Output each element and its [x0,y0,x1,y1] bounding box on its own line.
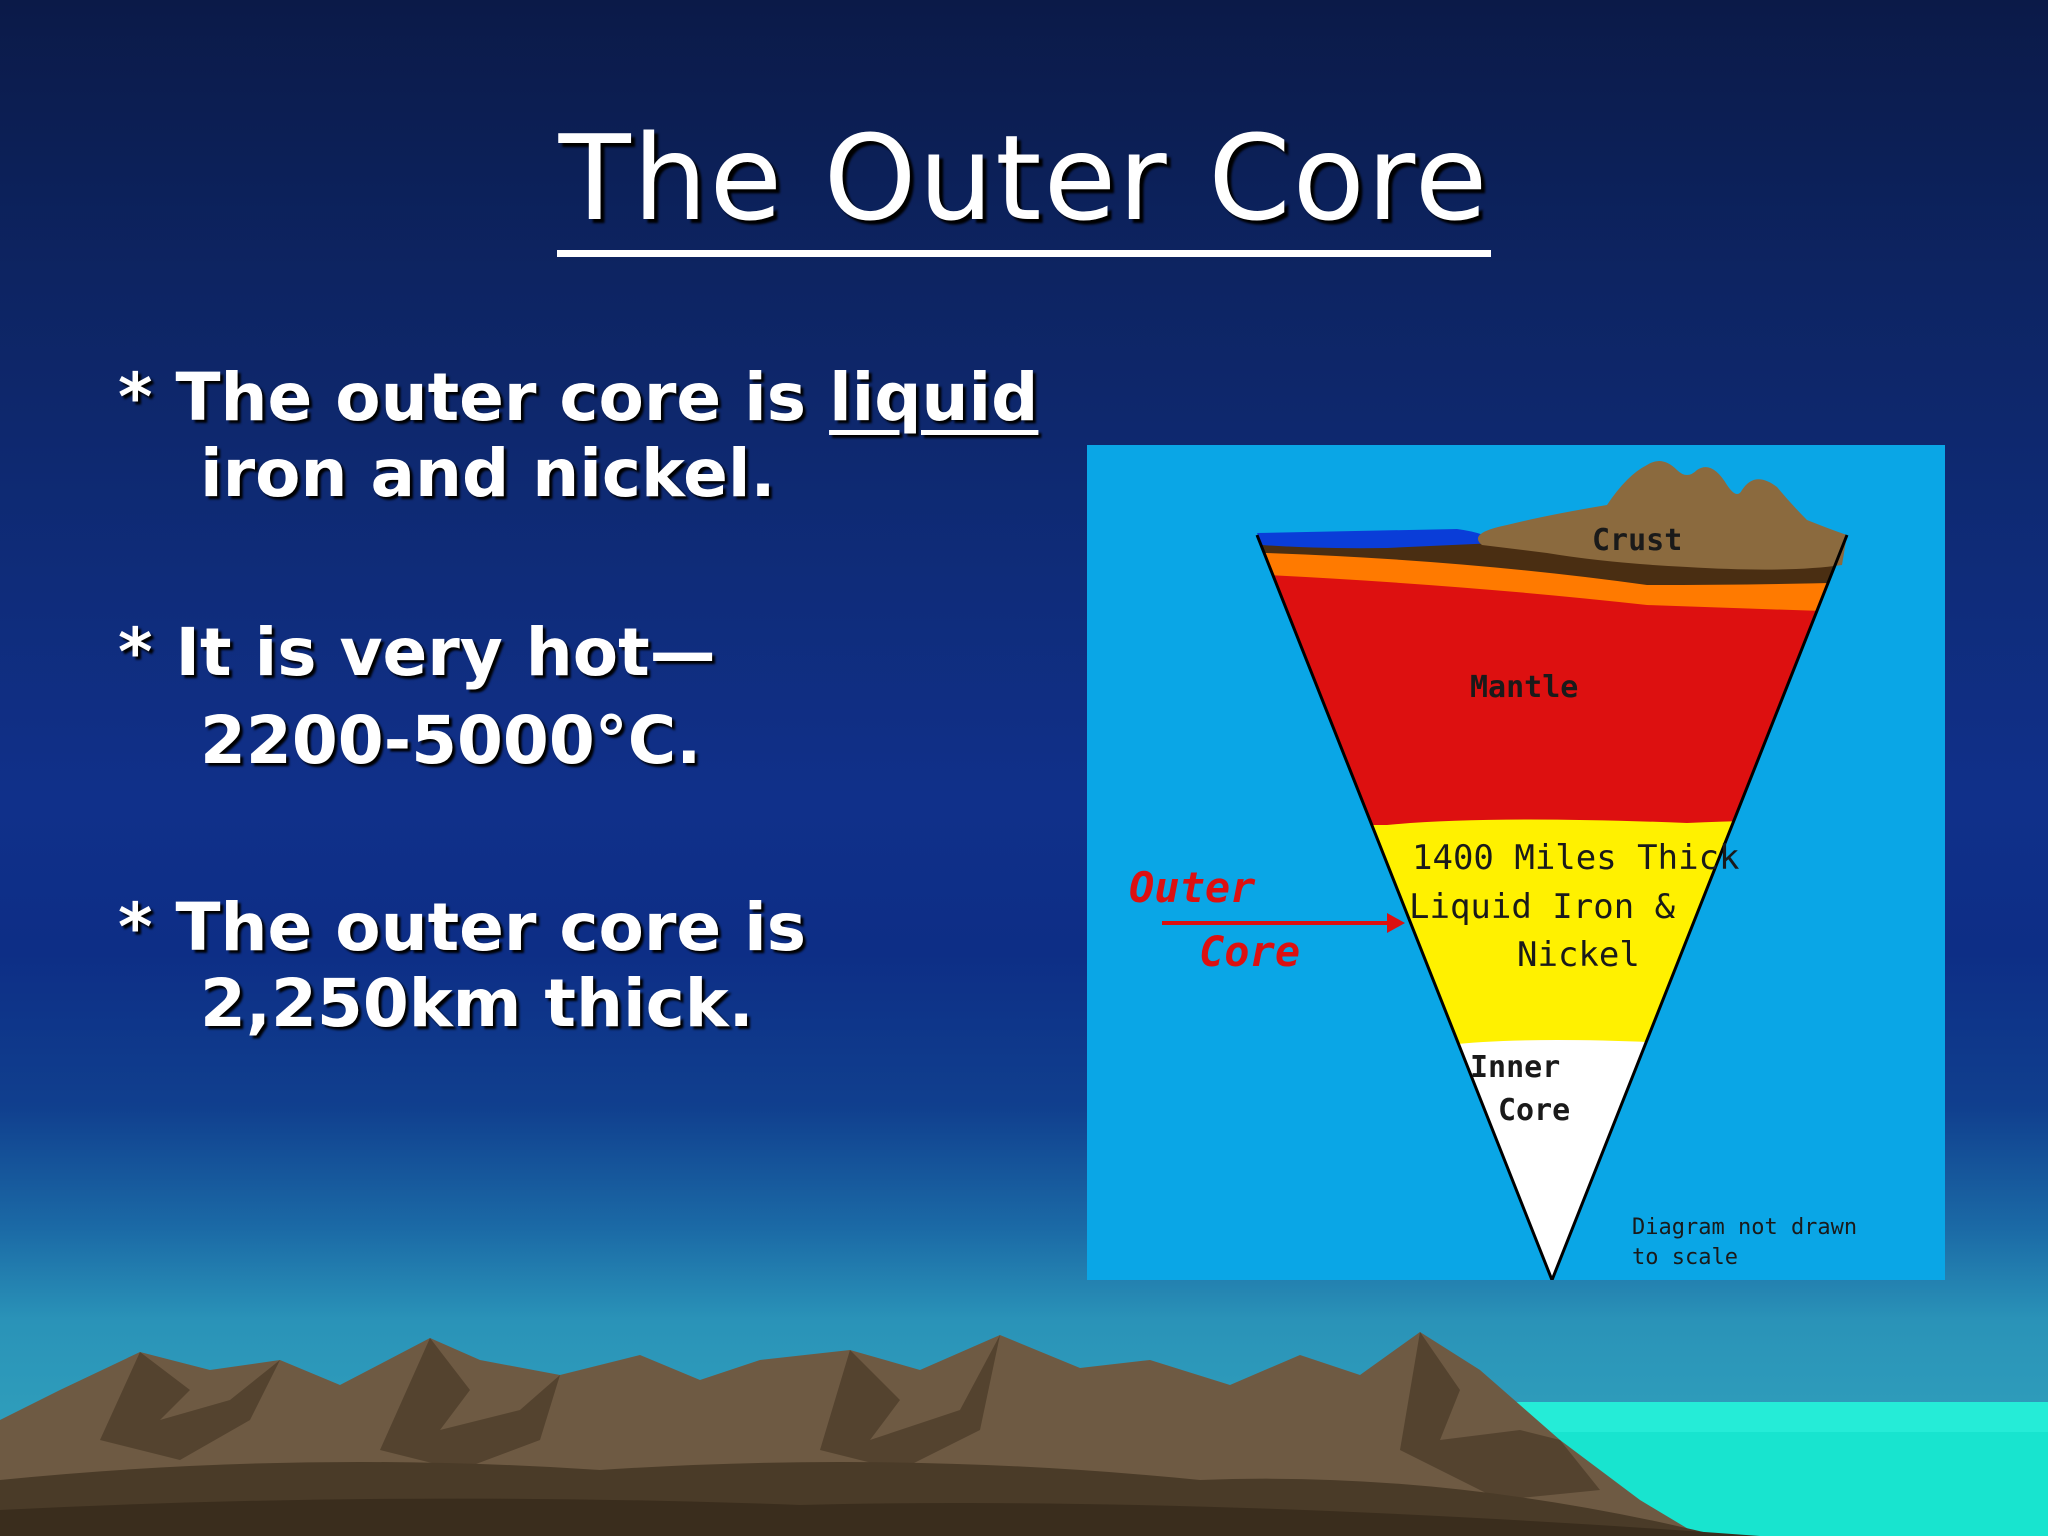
mountain-landscape-decoration [0,1332,2048,1536]
inner-core-label-line-2: Core [1498,1093,1571,1128]
mountain-shadow [380,1338,560,1470]
scale-note-line-2: to scale [1632,1245,1738,1270]
bullet-line: 2,250km thick. [200,965,754,1042]
bullet-line: iron and nickel. [200,435,776,512]
bullet-line: 2200-5000°C. [200,702,702,779]
bullet-marker: * [118,614,153,691]
bullet-marker: * [118,889,153,966]
bullet-item-2: * It is very hot— 2200-5000°C. [118,615,1038,779]
mantle-label: Mantle [1470,670,1579,705]
bullet-line: * It is very hot— [118,615,1038,691]
bullet-line: * The outer core is [118,890,1038,966]
mountain-shadow [100,1352,280,1460]
slide-title-text: The Outer Core [556,108,1492,257]
bullet-text: The outer core is [175,889,807,966]
wedge-outline [1255,534,1849,1280]
outer-core-pointer-label-line-1: Outer [1129,863,1256,912]
mantle-layer [1257,535,1847,825]
crust-label: Crust [1592,523,1683,558]
inner-core-label-line-1: Inner [1470,1050,1561,1085]
bullet-marker: * [118,359,153,436]
outer-core-desc-line-2: Liquid Iron & [1409,887,1676,927]
outer-core-desc-line-1: 1400 Miles Thick [1412,838,1740,878]
bullet-line: * The outer core is liquid [118,360,1038,436]
bullet-item-1: * The outer core is liquid iron and nick… [118,360,1038,512]
bullet-item-3: * The outer core is 2,250km thick. [118,890,1038,1042]
pointer-arrow-head-icon [1387,913,1405,933]
outer-core-desc-line-3: Nickel [1517,935,1640,975]
mountain-shadow [1400,1332,1600,1500]
bullet-text: It is very hot— [175,614,716,691]
sea-highlight [1450,1402,2048,1432]
scale-note-line-1: Diagram not drawn [1632,1215,1858,1240]
ocean-layer [1257,529,1497,549]
continental-crust [1477,461,1847,570]
mountain-shadow [820,1335,1000,1470]
foreground-shadow [0,1498,1760,1536]
earth-wedge-graphic [1162,461,1849,1280]
earth-layers-diagram: Crust Mantle 1400 Miles Thick Liquid Iro… [1087,445,1945,1280]
outer-core-pointer-label-line-2: Core [1199,927,1301,976]
underlined-word: liquid [829,359,1039,436]
slide-title: The Outer Core [0,108,2048,257]
bullet-text: The outer core is [175,359,830,436]
